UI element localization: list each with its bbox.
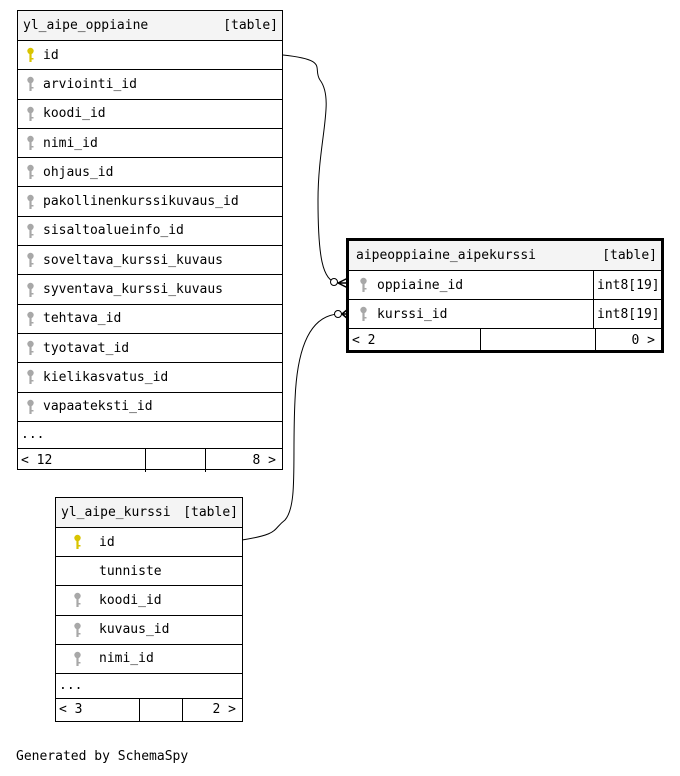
column-row[interactable]: koodi_id <box>18 100 282 129</box>
table-header: yl_aipe_kurssi [table] <box>56 498 242 528</box>
zero-or-many-marker <box>330 278 338 286</box>
column-row[interactable]: koodi_id <box>56 586 242 616</box>
table-kind: [table] <box>183 505 238 520</box>
foreign-key-icon <box>18 194 43 210</box>
column-name: ohjaus_id <box>43 164 114 180</box>
foreign-key-icon <box>349 277 377 293</box>
relation-oppiaine-line <box>282 54 339 284</box>
table-yl-aipe-kurssi[interactable]: yl_aipe_kurssi [table] id tunniste koodi_i… <box>55 497 243 722</box>
column-name: kuvaus_id <box>99 622 170 638</box>
column-row[interactable]: syventava_kurssi_kuvaus <box>18 275 282 305</box>
table-kind: [table] <box>602 248 657 263</box>
column-row[interactable]: oppiaine_id int8[19] <box>349 271 661 300</box>
foreign-key-icon <box>18 369 43 385</box>
column-name: koodi_id <box>99 592 162 608</box>
table-header: aipeoppiaine_aipekurssi [table] <box>349 241 661 271</box>
footer-parents: < 2 <box>349 329 481 352</box>
zero-or-many-marker <box>334 310 342 318</box>
table-name: aipeoppiaine_aipekurssi <box>356 248 537 263</box>
foreign-key-icon <box>56 592 99 608</box>
primary-key-icon <box>56 534 99 550</box>
column-name: nimi_id <box>99 651 154 667</box>
column-name: id <box>43 47 59 63</box>
footer-parents: < 3 <box>56 698 140 721</box>
foreign-key-icon <box>18 282 43 298</box>
column-name: nimi_id <box>43 135 98 151</box>
footer-parents: < 12 <box>18 448 146 472</box>
column-name: koodi_id <box>43 106 106 122</box>
table-kind: [table] <box>223 18 278 33</box>
table-name: yl_aipe_kurssi <box>61 505 171 520</box>
column-row[interactable]: nimi_id <box>56 645 242 674</box>
table-name: yl_aipe_oppiaine <box>23 18 149 33</box>
column-name: vapaateksti_id <box>43 399 153 415</box>
more-columns: ... <box>56 674 242 699</box>
column-row[interactable]: tehtava_id <box>18 305 282 334</box>
table-footer: < 12 8 > <box>18 448 282 472</box>
table-footer: < 3 2 > <box>56 698 242 721</box>
foreign-key-icon <box>18 76 43 92</box>
footer-spacer <box>146 448 206 472</box>
column-name: oppiaine_id <box>377 277 464 293</box>
column-row[interactable]: kurssi_id int8[19] <box>349 300 661 329</box>
column-row[interactable]: pakollinenkurssikuvaus_id <box>18 187 282 217</box>
foreign-key-icon <box>56 651 99 667</box>
column-name: kurssi_id <box>377 306 448 322</box>
table-footer: < 2 0 > <box>349 329 661 352</box>
column-row[interactable]: soveltava_kurssi_kuvaus <box>18 246 282 276</box>
column-row[interactable]: arviointi_id <box>18 70 282 100</box>
column-row[interactable]: sisaltoalueinfo_id <box>18 217 282 247</box>
foreign-key-icon <box>18 311 43 327</box>
column-row[interactable]: id <box>18 41 282 71</box>
foreign-key-icon <box>18 223 43 239</box>
table-header: yl_aipe_oppiaine [table] <box>18 11 282 41</box>
column-name: syventava_kurssi_kuvaus <box>43 282 224 298</box>
table-aipeoppiaine-aipekurssi[interactable]: aipeoppiaine_aipekurssi [table] oppiaine… <box>346 238 664 353</box>
foreign-key-icon <box>18 340 43 356</box>
column-row[interactable]: kuvaus_id <box>56 616 242 645</box>
foreign-key-icon <box>18 399 43 415</box>
foreign-key-icon <box>18 106 43 122</box>
column-row[interactable]: tunniste <box>56 557 242 587</box>
column-row[interactable]: nimi_id <box>18 129 282 159</box>
footer-children: 2 > <box>212 702 236 718</box>
column-type: int8[19] <box>593 300 661 328</box>
footer-children: 0 > <box>631 333 655 348</box>
generated-by-credit: Generated by SchemaSpy <box>16 749 189 764</box>
column-name: kielikasvatus_id <box>43 369 169 385</box>
footer-spacer <box>140 698 183 721</box>
column-name: tehtava_id <box>43 311 122 327</box>
column-row[interactable]: vapaateksti_id <box>18 393 282 422</box>
foreign-key-icon <box>18 135 43 151</box>
foreign-key-icon <box>349 306 377 322</box>
column-name: sisaltoalueinfo_id <box>43 223 184 239</box>
column-row[interactable]: id <box>56 528 242 558</box>
more-columns: ... <box>18 422 282 449</box>
column-name: pakollinenkurssikuvaus_id <box>43 194 239 210</box>
column-row[interactable]: ohjaus_id <box>18 158 282 188</box>
footer-spacer <box>481 329 596 352</box>
primary-key-icon <box>18 47 43 63</box>
column-name: arviointi_id <box>43 76 137 92</box>
column-type: int8[19] <box>593 271 661 299</box>
footer-children: 8 > <box>252 452 276 468</box>
column-row[interactable]: tyotavat_id <box>18 334 282 364</box>
column-name: id <box>99 534 115 550</box>
column-row[interactable]: kielikasvatus_id <box>18 363 282 393</box>
column-name: soveltava_kurssi_kuvaus <box>43 252 224 268</box>
foreign-key-icon <box>18 252 43 268</box>
column-name: tunniste <box>99 563 162 579</box>
foreign-key-icon <box>56 622 99 638</box>
relation-kurssi-line <box>241 313 339 541</box>
foreign-key-icon <box>18 164 43 180</box>
column-name: tyotavat_id <box>43 340 130 356</box>
